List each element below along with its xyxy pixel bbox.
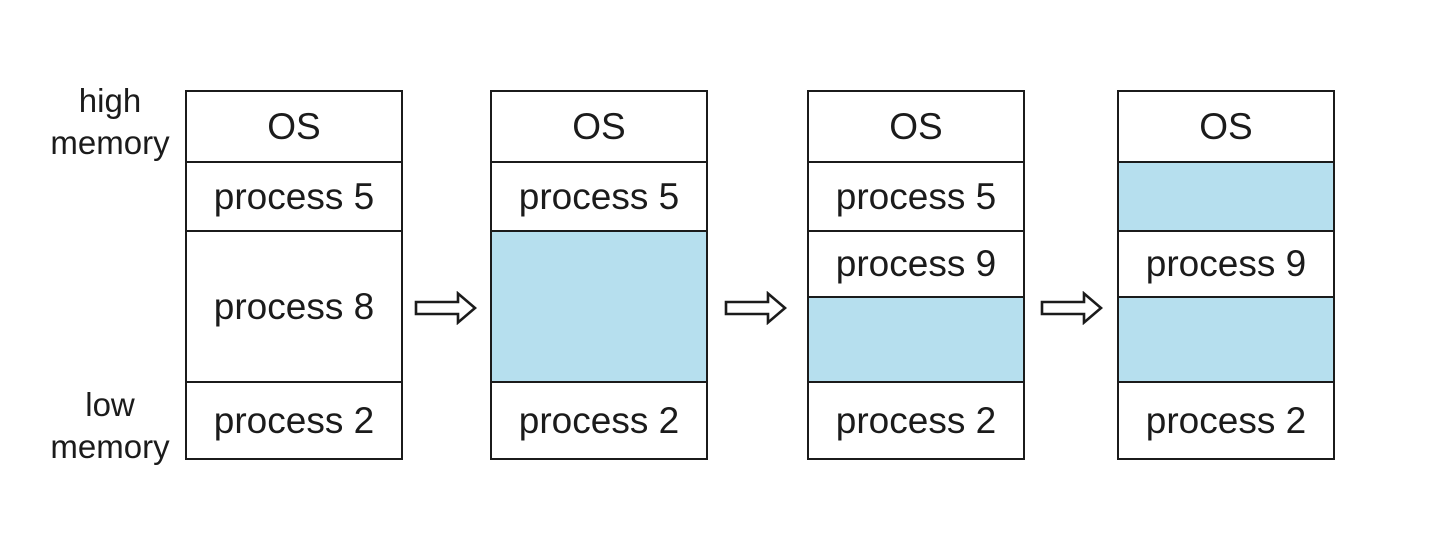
segment-os: OS [187, 92, 401, 163]
segment-process-5: process 5 [492, 163, 706, 232]
low-memory-label: low memory [30, 384, 190, 468]
memory-column-1: OS process 5 process 8 process 2 [185, 90, 403, 460]
segment-label: process 5 [213, 175, 375, 217]
right-block-arrow-icon [724, 291, 788, 325]
memory-column-4: OS process 9 process 2 [1117, 90, 1335, 460]
segment-label: process 2 [518, 399, 680, 441]
right-block-arrow-icon [1040, 291, 1104, 325]
memory-column-2: OS process 5 process 2 [490, 90, 708, 460]
segment-label: OS [1199, 105, 1253, 147]
segment-label: process 5 [835, 175, 997, 217]
segment-process-2: process 2 [187, 383, 401, 458]
segment-process-2: process 2 [809, 383, 1023, 458]
segment-label: OS [889, 105, 943, 147]
segment-label: process 8 [213, 285, 375, 327]
segment-label: process 2 [1145, 399, 1307, 441]
segment-process-9: process 9 [1119, 232, 1333, 298]
segment-free-hole [492, 232, 706, 383]
high-memory-label-line2: memory [50, 124, 170, 161]
low-memory-label-line1: low [85, 386, 135, 423]
segment-process-8: process 8 [187, 232, 401, 383]
segment-process-5: process 5 [187, 163, 401, 232]
segment-label: process 2 [835, 399, 997, 441]
segment-free-hole [1119, 163, 1333, 232]
segment-os: OS [809, 92, 1023, 163]
segment-label: process 9 [835, 243, 997, 284]
segment-os: OS [1119, 92, 1333, 163]
high-memory-label: high memory [30, 80, 190, 164]
segment-os: OS [492, 92, 706, 163]
memory-column-3: OS process 5 process 9 process 2 [807, 90, 1025, 460]
segment-label: process 2 [213, 399, 375, 441]
segment-label: process 5 [518, 175, 680, 217]
segment-free-hole [809, 298, 1023, 383]
right-block-arrow-icon [414, 291, 478, 325]
segment-label: OS [267, 105, 321, 147]
segment-process-2: process 2 [492, 383, 706, 458]
segment-free-hole [1119, 298, 1333, 383]
low-memory-label-line2: memory [50, 428, 170, 465]
segment-process-2: process 2 [1119, 383, 1333, 458]
segment-label: process 9 [1145, 243, 1307, 284]
segment-process-9: process 9 [809, 232, 1023, 298]
high-memory-label-line1: high [78, 82, 142, 119]
segment-process-5: process 5 [809, 163, 1023, 232]
segment-label: OS [572, 105, 626, 147]
